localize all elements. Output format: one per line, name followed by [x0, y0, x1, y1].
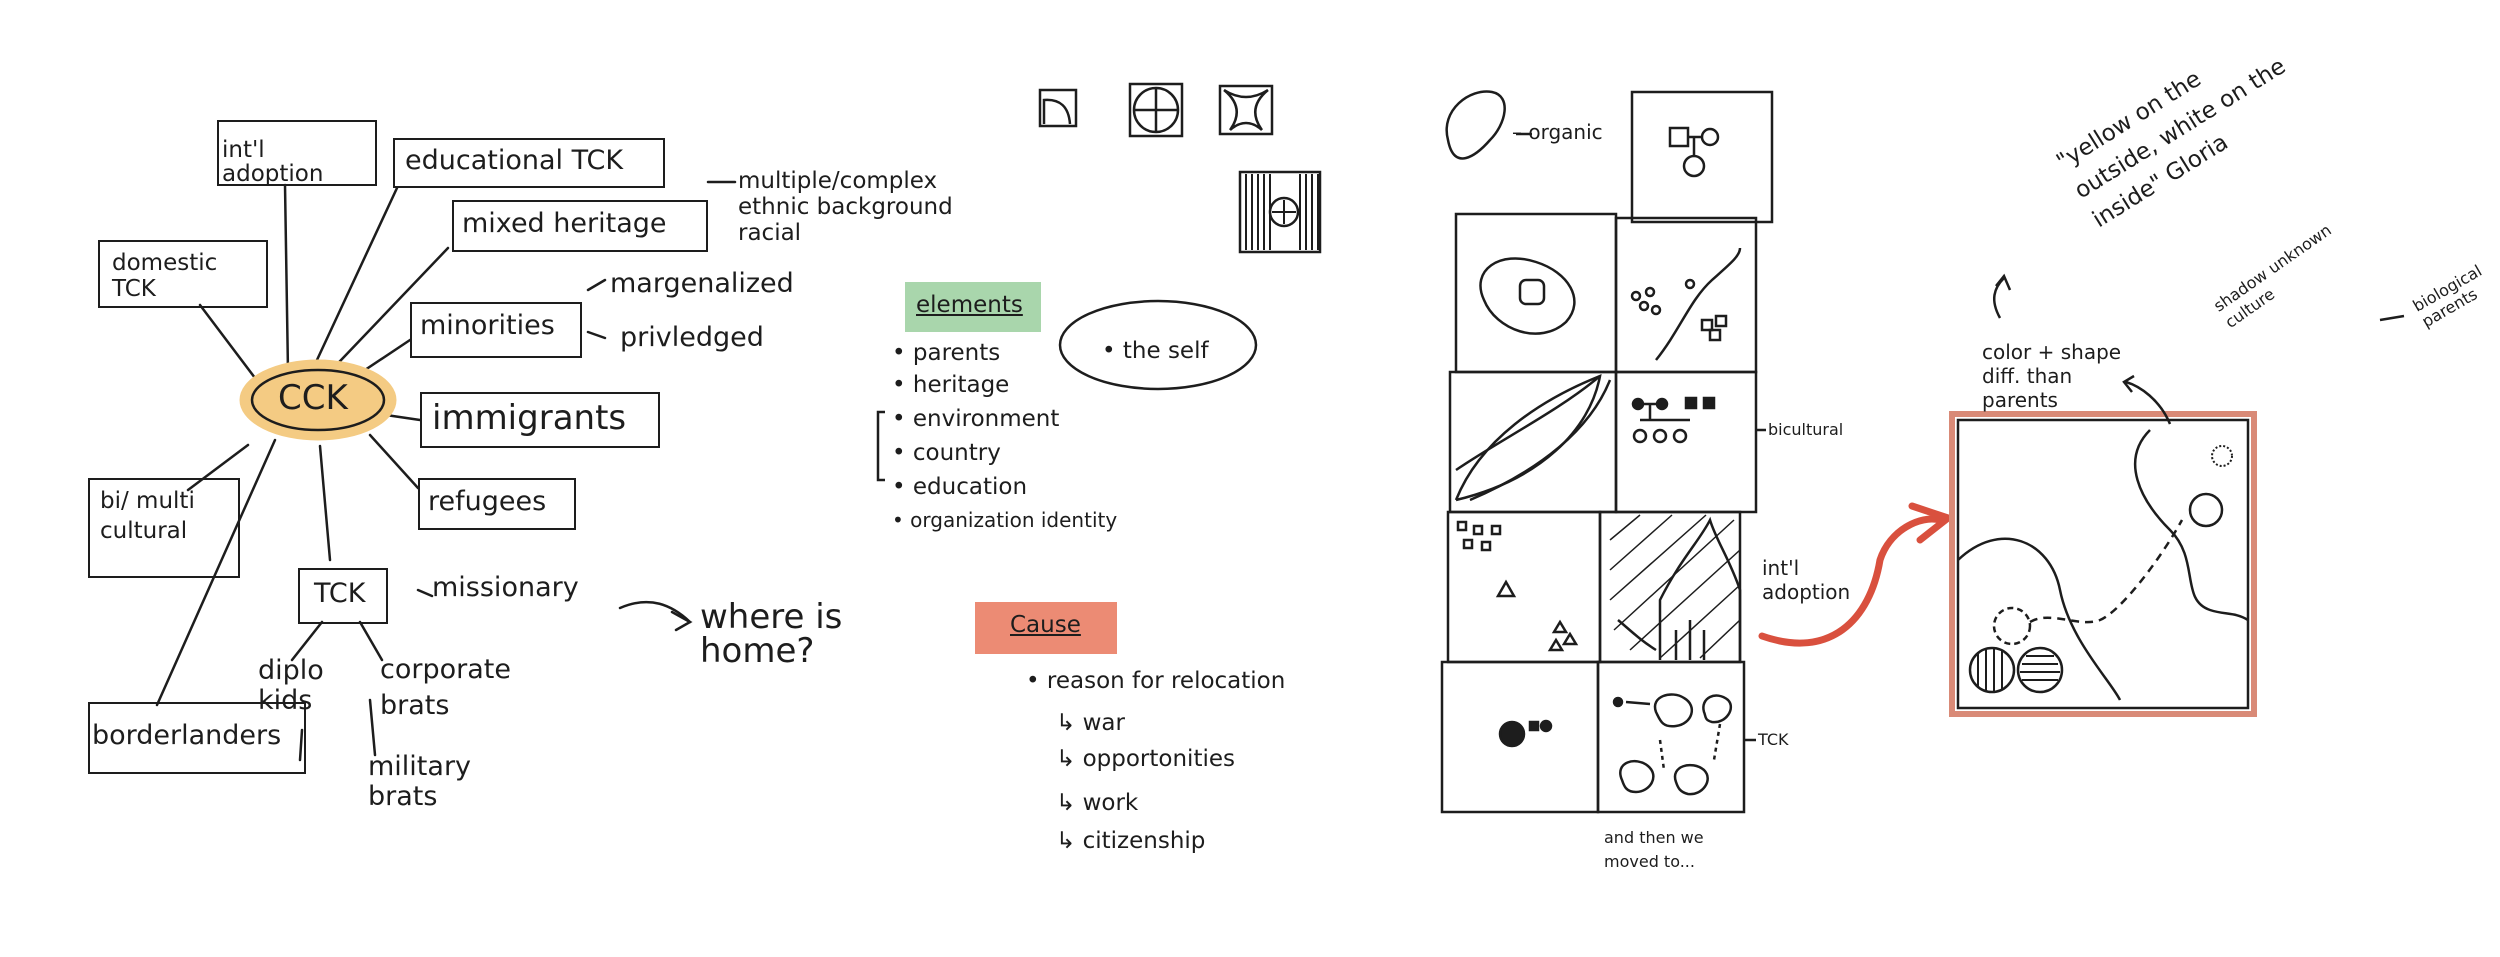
node-educational-tck-label: educational TCK — [405, 145, 624, 176]
intl-adoption-grid-label: int'l adoption — [1762, 556, 1851, 604]
missionary-label: missionary — [432, 572, 579, 603]
node-tck-label: TCK — [314, 578, 366, 609]
cause-tag — [975, 602, 1117, 654]
corporate-brats-label: corporate brats — [380, 654, 511, 721]
node-minorities-label: minorities — [420, 310, 555, 341]
elements-item-3: • environment — [892, 406, 1060, 432]
node-educational-tck — [393, 138, 665, 188]
node-intl-adoption-label: int'l adoption — [222, 137, 324, 187]
where-is-home-label: where is home? — [700, 597, 843, 671]
cck-bubble — [239, 359, 397, 441]
cause-item-2: ↳ opportonities — [1056, 746, 1235, 772]
tck-grid-label: TCK — [1758, 730, 1789, 749]
elements-tag — [905, 282, 1041, 332]
privileged-label: privledged — [620, 322, 764, 353]
elements-item-5: • education — [892, 474, 1028, 500]
cause-item-4: ↳ citizenship — [1056, 828, 1206, 854]
node-immigrants-label: immigrants — [432, 398, 627, 438]
organic-label: – organic — [1512, 120, 1603, 144]
node-immigrants — [420, 392, 660, 448]
cause-item-1: ↳ war — [1056, 710, 1125, 736]
diplo-kids-label: diplo kids — [258, 655, 324, 716]
node-domestic-tck — [98, 240, 268, 308]
military-brats-label: military brats — [368, 751, 472, 812]
cck-center-label: CCK — [278, 378, 348, 418]
node-bi-multi-cultural-label: bi/ multi cultural — [100, 488, 195, 544]
node-tck — [298, 568, 388, 624]
cause-title: Cause — [1010, 612, 1081, 638]
color-shape-label: color + shape diff. than parents — [1982, 340, 2122, 412]
node-borderlanders-label: borderlanders — [92, 720, 282, 751]
node-intl-adoption — [217, 120, 377, 186]
node-domestic-tck-label: domestic TCK — [112, 250, 218, 302]
complex-background-note: multiple/complex ethnic background racia… — [738, 168, 953, 246]
the-self-label: • the self — [1102, 338, 1209, 364]
and-then-label: and then we moved to... — [1604, 828, 1704, 871]
cause-item-3: ↳ work — [1056, 790, 1139, 816]
node-mixed-heritage-label: mixed heritage — [462, 208, 667, 239]
elements-item-4: • country — [892, 440, 1001, 466]
elements-title: elements — [916, 292, 1023, 318]
bicultural-label: bicultural — [1768, 420, 1844, 439]
cause-lead: • reason for relocation — [1026, 668, 1286, 694]
node-refugees-label: refugees — [428, 486, 547, 517]
marginalized-label: margenalized — [610, 268, 794, 299]
node-bi-multi-cultural — [88, 478, 240, 578]
node-borderlanders — [88, 702, 306, 774]
node-mixed-heritage — [452, 200, 708, 252]
final-panel-frame — [1949, 411, 2257, 717]
elements-item-2: • heritage — [892, 372, 1010, 398]
elements-item-1: • parents — [892, 340, 1001, 366]
elements-item-6: • organization identity — [892, 508, 1118, 532]
node-minorities — [410, 302, 582, 358]
node-refugees — [418, 478, 576, 530]
